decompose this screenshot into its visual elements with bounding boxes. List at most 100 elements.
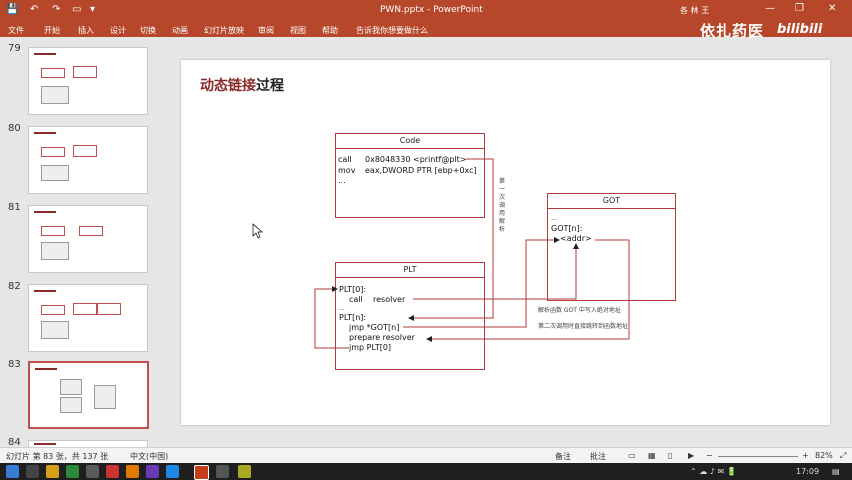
tab-view[interactable]: 视图 [290, 26, 306, 35]
minimize-button[interactable]: — [765, 3, 775, 14]
clock[interactable]: 17:09 [796, 467, 820, 476]
title-bar: 💾 ↶ ↷ ▭ ▾ PWN.pptx - PowerPoint 各 林 王 — … [0, 0, 852, 22]
plt-line: ... [339, 305, 345, 312]
slide-title-black: 过程 [256, 78, 284, 94]
thumbnail-scrollbar[interactable] [153, 37, 162, 447]
powerpoint-icon[interactable] [194, 465, 209, 480]
ribbon-tabs: 文件 开始 插入 设计 切换 动画 幻灯片放映 审阅 视图 帮助 告诉我你想要做… [0, 22, 852, 37]
thumb-number: 80 [8, 123, 21, 134]
plt-line: resolver [373, 295, 406, 304]
tab-animations[interactable]: 动画 [172, 26, 188, 35]
app-icon[interactable] [66, 465, 79, 478]
tab-home[interactable]: 开始 [44, 26, 60, 35]
language-indicator[interactable]: 中文(中国) [130, 452, 169, 461]
bilibili-logo: bilibili [777, 22, 823, 37]
slideshow-icon[interactable]: ▭ [72, 4, 82, 15]
code-box-header: Code [336, 134, 484, 149]
resolver-write-arrow [413, 243, 579, 300]
plt-line: jmp *GOT[n] [349, 323, 400, 332]
code-arg: eax,DWORD PTR [ebp+0xc] [365, 166, 477, 175]
app-icon[interactable] [106, 465, 119, 478]
window-title: PWN.pptx - PowerPoint [380, 5, 483, 15]
tab-insert[interactable]: 插入 [78, 26, 94, 35]
got-addr: <addr> [560, 234, 592, 243]
fit-slide-icon[interactable]: ⤢ [840, 451, 847, 460]
got-lookup-arrow [403, 237, 560, 328]
tell-me-search[interactable]: 告诉我你想要做什么 [356, 26, 428, 35]
search-icon[interactable] [26, 465, 39, 478]
app-icon[interactable] [216, 465, 229, 478]
slide[interactable]: 动态链接过程 Code call 0x8048330 <printf@plt> … [181, 60, 830, 425]
maximize-button[interactable]: ❐ [795, 3, 804, 14]
user-name[interactable]: 各 林 王 [680, 6, 710, 15]
plt-box-header: PLT [336, 263, 484, 278]
save-icon[interactable]: 💾 [6, 4, 19, 15]
got-box: GOT [547, 193, 676, 301]
notification-icon[interactable]: ▤ [832, 467, 840, 476]
redo-icon[interactable]: ↷ [52, 4, 61, 15]
tab-design[interactable]: 设计 [110, 26, 126, 35]
plt-line: jmp PLT[0] [349, 343, 392, 352]
code-op: call [338, 155, 352, 164]
comments-button[interactable]: 批注 [590, 452, 606, 461]
tray-icons[interactable]: ⌃ ☁ ♪ ✉ 🔋 [690, 467, 737, 476]
slide-thumbnail-selected[interactable] [28, 361, 149, 429]
plt-line: prepare resolver [349, 333, 415, 342]
resolve-write-note: 解析函数 GOT 中写入绝对地址 [538, 307, 621, 314]
slide-thumbnail-pane[interactable]: 79 80 81 82 83 84 [0, 37, 162, 448]
tab-slideshow[interactable]: 幻灯片放映 [204, 26, 244, 35]
zoom-in-icon[interactable]: + [802, 451, 809, 460]
status-bar: 幻灯片 第 83 张，共 137 张 中文(中国) 备注 批注 ▭ ▦ ▯ ▶ … [0, 447, 852, 464]
normal-view-icon[interactable]: ▭ [628, 451, 636, 460]
got-line: GOT[n]: [551, 224, 583, 233]
code-op: mov [338, 166, 356, 175]
jmp-plt0-arrow [314, 286, 349, 349]
slide-sorter-icon[interactable]: ▦ [648, 451, 656, 460]
plt-line: PLT[0]: [339, 285, 367, 294]
close-button[interactable]: ✕ [828, 3, 837, 14]
first-call-note: 第一次调用解析 [499, 178, 506, 233]
tab-file[interactable]: 文件 [8, 26, 24, 35]
first-call-arrow [408, 158, 494, 321]
zoom-level[interactable]: 82% [815, 451, 833, 460]
customize-qa-icon[interactable]: ▾ [90, 4, 96, 15]
app-icon[interactable] [146, 465, 159, 478]
got-box-header: GOT [548, 194, 675, 209]
app-icon[interactable] [238, 465, 251, 478]
arrow-layer [314, 158, 630, 349]
thumb-number: 81 [8, 202, 21, 213]
slideshow-view-icon[interactable]: ▶ [688, 451, 695, 460]
second-call-arrow [426, 239, 630, 342]
slide-thumbnail[interactable] [28, 126, 148, 194]
thumb-number: 79 [8, 43, 21, 54]
slide-counter: 幻灯片 第 83 张，共 137 张 [6, 452, 109, 461]
code-arg: 0x8048330 <printf@plt> [365, 155, 467, 164]
slide-thumbnail[interactable] [28, 284, 148, 352]
file-explorer-icon[interactable] [46, 465, 59, 478]
app-icon[interactable] [166, 465, 179, 478]
app-icon[interactable] [86, 465, 99, 478]
plt-line: call [349, 295, 363, 304]
thumb-number: 83 [8, 359, 21, 370]
watermark-logo: 依扎药医 [700, 22, 765, 40]
start-icon[interactable] [6, 465, 19, 478]
zoom-out-icon[interactable]: − [706, 451, 713, 460]
tab-help[interactable]: 帮助 [322, 26, 338, 35]
slide-title: 动态链接过程 [200, 75, 284, 95]
undo-icon[interactable]: ↶ [30, 4, 39, 15]
reading-view-icon[interactable]: ▯ [668, 451, 673, 460]
tab-review[interactable]: 审阅 [258, 26, 274, 35]
slide-thumbnail[interactable] [28, 205, 148, 273]
plt-line: PLT[n]: [339, 313, 367, 322]
code-box: Code [335, 133, 485, 218]
tab-transitions[interactable]: 切换 [140, 26, 156, 35]
app-icon[interactable] [126, 465, 139, 478]
taskbar: ⌃ ☁ ♪ ✉ 🔋 17:09 ▤ [0, 463, 852, 480]
thumb-number: 84 [8, 437, 21, 448]
second-call-note: 第二次调用时直接跳转到函数地址 [538, 323, 629, 330]
thumb-number: 82 [8, 281, 21, 292]
zoom-slider[interactable] [718, 456, 798, 457]
slide-thumbnail[interactable] [28, 47, 148, 115]
notes-button[interactable]: 备注 [555, 452, 571, 461]
code-op: ... [338, 176, 346, 185]
